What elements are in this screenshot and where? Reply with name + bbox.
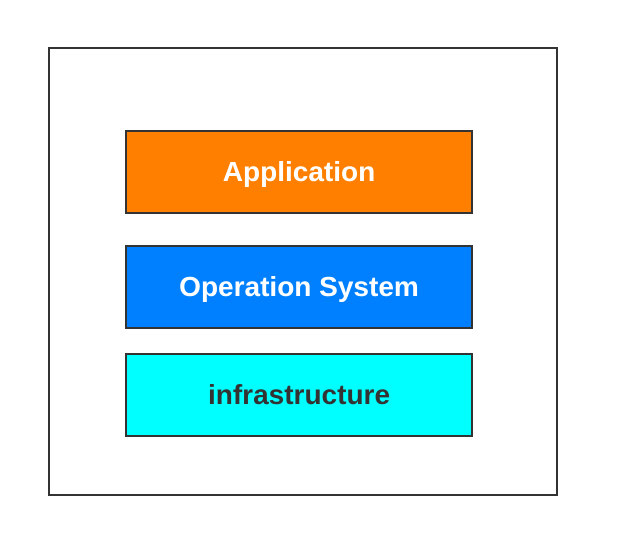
layer-label: Operation System <box>179 271 419 302</box>
layer-operation-system: Operation System <box>125 245 473 329</box>
layer-label: infrastructure <box>207 379 391 410</box>
layer-label: Application <box>222 156 376 187</box>
outer-frame <box>48 47 558 496</box>
layer-application: Application <box>125 130 473 214</box>
layer-infrastructure: infrastructure <box>125 353 473 437</box>
